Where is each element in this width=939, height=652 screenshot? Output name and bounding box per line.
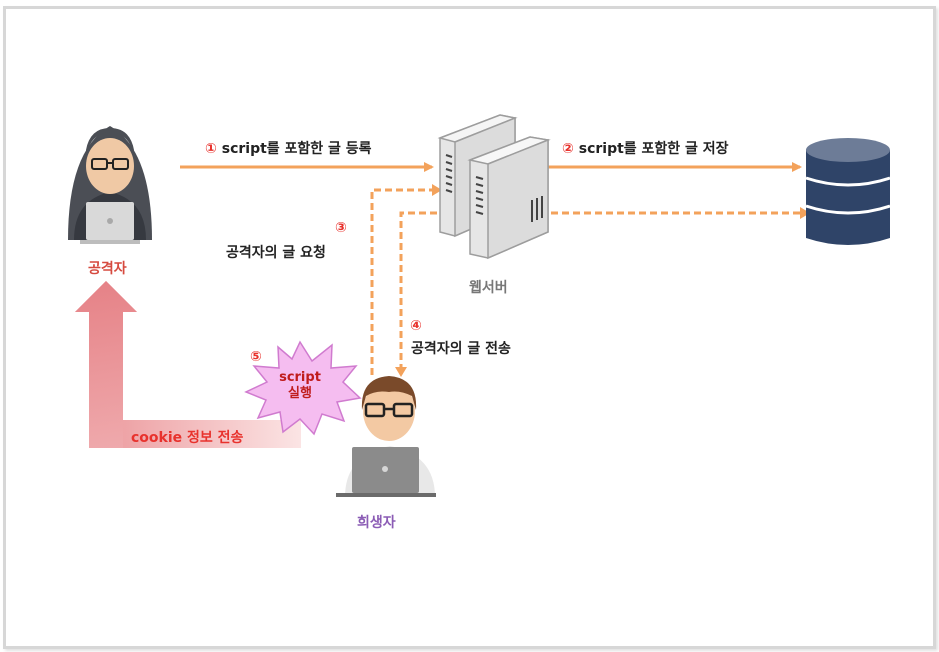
attacker-label: 공격자 bbox=[88, 261, 127, 277]
arrow-step3 bbox=[370, 184, 442, 375]
step1-text: script를 포함한 글 등록 bbox=[221, 141, 372, 157]
diagram-frame bbox=[3, 6, 936, 649]
hacker-icon bbox=[68, 126, 152, 244]
arrow-step4 bbox=[395, 207, 810, 377]
step2-text: script를 포함한 글 저장 bbox=[578, 141, 729, 157]
database-icon bbox=[805, 138, 891, 245]
server-label: 웹서버 bbox=[469, 280, 508, 296]
burst-icon bbox=[244, 340, 362, 436]
step5-number: ⑤ bbox=[250, 349, 262, 365]
step4-text: 공격자의 글 전송 bbox=[411, 341, 511, 357]
server-icon bbox=[437, 114, 551, 260]
victim-label: 희생자 bbox=[357, 515, 396, 531]
burst-text-line2: 실행 bbox=[288, 386, 312, 401]
victim-icon bbox=[336, 376, 436, 497]
cookie-label: cookie 정보 전송 bbox=[131, 430, 244, 446]
step2-number: ② bbox=[562, 141, 574, 157]
step3-number: ③ bbox=[335, 220, 347, 236]
burst-text-line1: script bbox=[279, 370, 321, 385]
cookie-return-arrow bbox=[75, 281, 301, 448]
step4-number: ④ bbox=[410, 318, 422, 334]
step1-number: ① bbox=[205, 141, 217, 157]
burst-text: script 실행 bbox=[278, 370, 322, 402]
step1-label: ① script를 포함한 글 등록 bbox=[205, 138, 372, 158]
step3-text: 공격자의 글 요청 bbox=[226, 245, 326, 261]
step2-label: ② script를 포함한 글 저장 bbox=[562, 138, 729, 158]
